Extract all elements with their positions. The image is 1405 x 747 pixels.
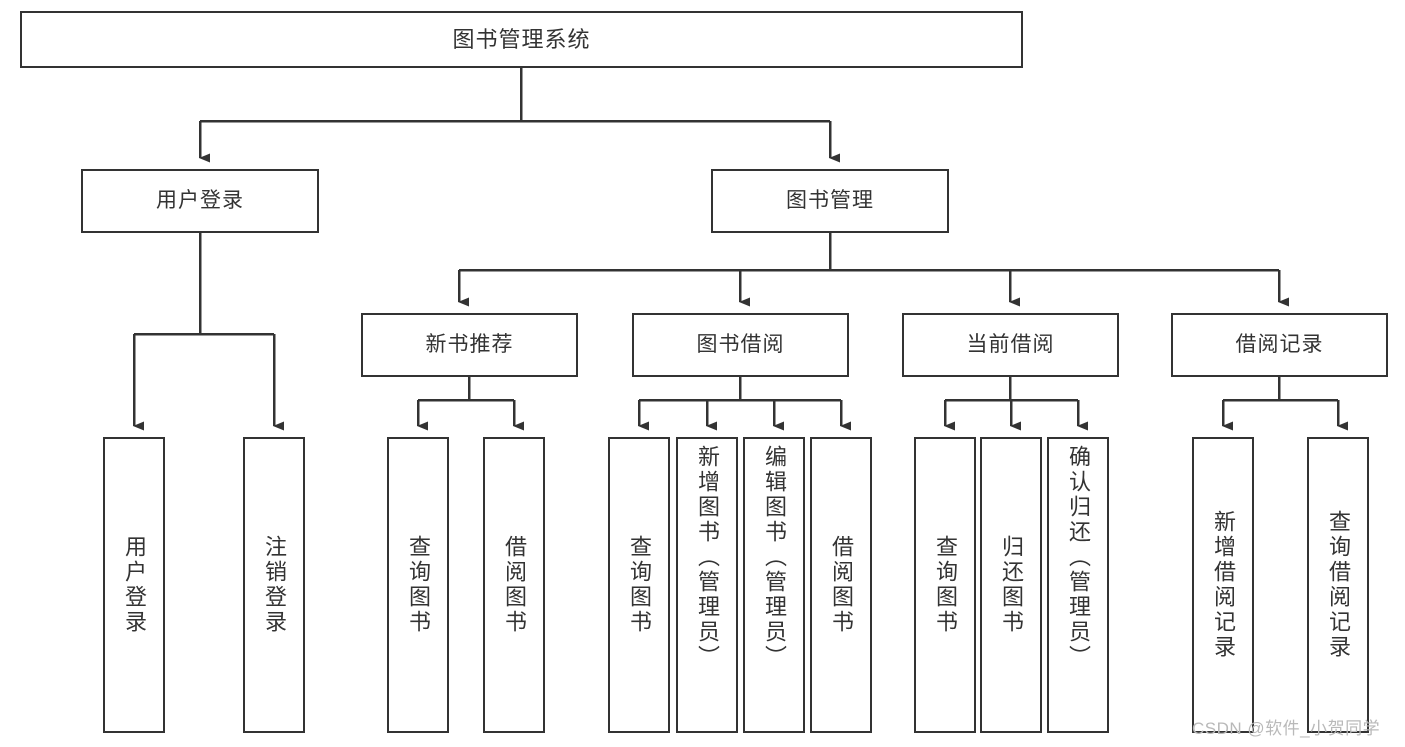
node-borrow-record[interactable]: 借阅记录 — [1171, 313, 1388, 377]
node-new-book-rec[interactable]: 新书推荐 — [361, 313, 578, 377]
node-book-manage[interactable]: 图书管理 — [711, 169, 949, 233]
node-root[interactable]: 图书管理系统 — [20, 11, 1023, 68]
node-leaf-logout[interactable]: 注销登录 — [243, 437, 305, 733]
node-leaf-query-book-borrow[interactable]: 查询图书 — [608, 437, 670, 733]
node-label: 编辑图书（管理员） — [762, 445, 787, 670]
node-label: 新增图书（管理员） — [695, 445, 720, 670]
node-label: 图书管理系统 — [452, 26, 591, 52]
node-leaf-borrow-book-rec[interactable]: 借阅图书 — [483, 437, 545, 733]
csdn-watermark: CSDN @软件_小贺同学 — [1192, 719, 1381, 738]
node-leaf-add-record[interactable]: 新增借阅记录 — [1192, 437, 1254, 733]
node-label: 图书借阅 — [696, 332, 785, 356]
node-current-borrow[interactable]: 当前借阅 — [902, 313, 1119, 377]
node-label: 借阅记录 — [1235, 332, 1324, 356]
node-leaf-query-record[interactable]: 查询借阅记录 — [1307, 437, 1369, 733]
node-user-login[interactable]: 用户登录 — [81, 169, 319, 233]
node-label: 用户登录 — [122, 535, 147, 635]
node-label: 当前借阅 — [966, 332, 1055, 356]
node-label: 用户登录 — [156, 188, 244, 212]
node-label: 借阅图书 — [829, 535, 854, 635]
node-leaf-return-book[interactable]: 归还图书 — [980, 437, 1042, 733]
node-label: 图书管理 — [786, 188, 874, 212]
node-label: 新书推荐 — [425, 332, 514, 356]
node-label: 查询图书 — [406, 535, 431, 635]
node-label: 查询图书 — [627, 535, 652, 635]
node-label: 新增借阅记录 — [1211, 510, 1236, 660]
node-leaf-user-login[interactable]: 用户登录 — [103, 437, 165, 733]
node-leaf-query-book-rec[interactable]: 查询图书 — [387, 437, 449, 733]
node-label: 确认归还（管理员） — [1066, 445, 1091, 670]
node-label: 注销登录 — [262, 535, 287, 635]
node-label: 归还图书 — [999, 535, 1024, 635]
node-leaf-confirm-return[interactable]: 确认归还（管理员） — [1047, 437, 1109, 733]
node-book-borrow[interactable]: 图书借阅 — [632, 313, 849, 377]
node-leaf-add-book[interactable]: 新增图书（管理员） — [676, 437, 738, 733]
node-leaf-edit-book[interactable]: 编辑图书（管理员） — [743, 437, 805, 733]
node-leaf-query-book-cur[interactable]: 查询图书 — [914, 437, 976, 733]
node-leaf-borrow-book[interactable]: 借阅图书 — [810, 437, 872, 733]
node-label: 查询图书 — [933, 535, 958, 635]
node-label: 查询借阅记录 — [1326, 510, 1351, 660]
node-label: 借阅图书 — [502, 535, 527, 635]
